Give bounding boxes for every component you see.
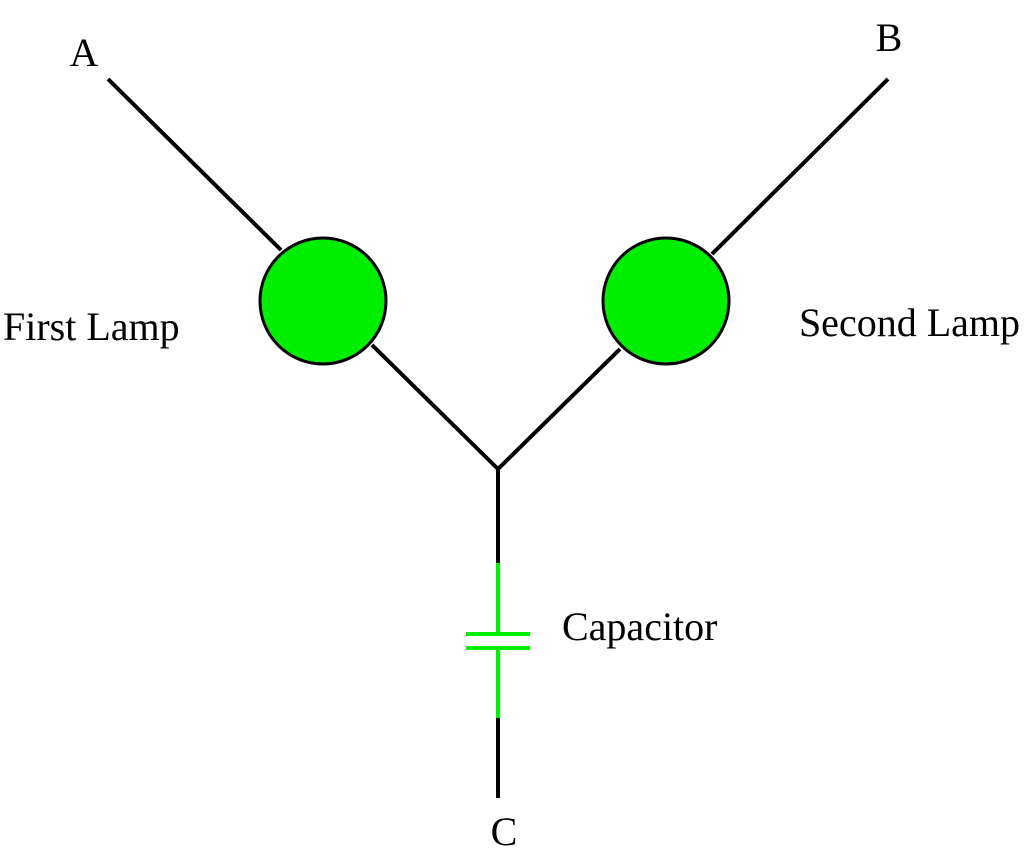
wire-b-to-second-lamp — [710, 77, 890, 256]
terminal-c-label: C — [491, 809, 518, 854]
second-lamp-label: Second Lamp — [799, 300, 1020, 345]
first-lamp-label: First Lamp — [3, 304, 180, 349]
second-lamp — [601, 236, 731, 366]
terminal-a-label: A — [70, 30, 99, 75]
capacitor-label: Capacitor — [562, 604, 718, 649]
terminal-b-label: B — [876, 15, 903, 60]
wire-a-to-first-lamp — [106, 77, 283, 252]
capacitor — [466, 563, 530, 718]
wire-second-lamp-to-junction — [496, 347, 622, 471]
first-lamp — [258, 236, 388, 366]
wire-first-lamp-to-junction — [370, 343, 500, 471]
